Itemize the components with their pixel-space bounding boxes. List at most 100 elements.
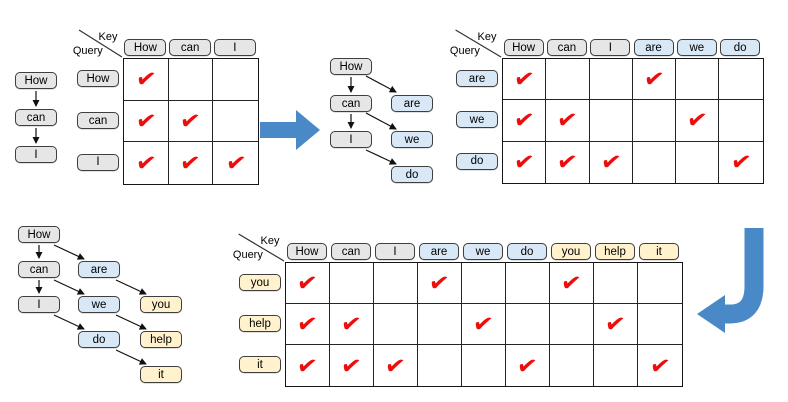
key-token-do: do [720, 39, 761, 56]
axis-divider-line [238, 233, 285, 262]
check-icon: ✔ [559, 267, 584, 299]
query-axis-label: Query [73, 45, 103, 57]
chain1-token-how: How [15, 72, 57, 89]
chain1-token-can: can [15, 109, 57, 126]
mask-cell-we-can: ✔ [546, 100, 590, 142]
mask-cell-you-you: ✔ [550, 263, 594, 304]
mask-cell-can-can: ✔ [168, 100, 214, 143]
mask-grid: ✔✔✔✔✔✔✔✔✔✔✔✔ [285, 262, 683, 387]
mask-cell-how-i [213, 59, 259, 101]
key-axis-label: Key [99, 31, 118, 43]
query-token-it: it [239, 356, 281, 373]
chain3-token-it: it [140, 366, 182, 383]
mask-cell-you-do [506, 263, 550, 304]
mask-cell-are-we [676, 59, 720, 101]
check-icon: ✔ [603, 308, 628, 340]
mask-cell-do-we [676, 141, 720, 183]
chain2-token-i: I [330, 131, 372, 148]
mask-cell-are-i [589, 59, 633, 101]
key-query-axis-label: Key Query [73, 29, 123, 58]
mask-cell-it-it: ✔ [638, 345, 682, 386]
mask-cell-i-can: ✔ [169, 142, 214, 185]
chain2-token-how: How [330, 58, 372, 75]
query-token-how: How [77, 70, 119, 88]
chain3-token-how: How [18, 226, 60, 243]
check-icon: ✔ [178, 147, 203, 179]
mask-cell-are-do [719, 59, 763, 101]
mask-cell-do-i: ✔ [590, 141, 633, 183]
check-icon: ✔ [295, 350, 320, 381]
mask-grid: ✔✔✔✔✔✔ [123, 58, 260, 186]
check-icon: ✔ [133, 64, 158, 95]
query-token-you: you [239, 274, 281, 291]
chain3-token-you: you [140, 296, 182, 313]
mask-cell-it-can: ✔ [330, 345, 374, 386]
key-token-you: you [551, 243, 591, 260]
mask-cell-do-can: ✔ [546, 141, 590, 183]
mask-cell-we-i [589, 100, 633, 142]
chain2-token-do: do [391, 166, 433, 183]
chain3-token-can: can [18, 261, 60, 278]
chain2-token-are: are [391, 95, 433, 112]
query-token-help: help [239, 315, 281, 332]
key-token-we: we [463, 243, 503, 260]
mask-cell-we-how: ✔ [503, 100, 547, 142]
mask-cell-help-are [418, 304, 462, 345]
mask-cell-help-we: ✔ [462, 304, 506, 345]
mask-cell-you-are: ✔ [418, 263, 462, 304]
chain2-token-we: we [391, 131, 433, 148]
check-icon: ✔ [223, 147, 248, 179]
mask-cell-are-are: ✔ [632, 59, 677, 101]
mask-cell-how-how: ✔ [124, 59, 169, 101]
stage2-to-stage3-arrow-icon [697, 228, 764, 333]
mask-cell-i-i: ✔ [213, 142, 258, 184]
query-token-do: do [456, 152, 498, 170]
mask-cell-you-i [374, 263, 418, 304]
query-token-we: we [456, 111, 498, 129]
mask-cell-we-do [719, 100, 763, 142]
mask-cell-we-are [632, 100, 677, 142]
check-icon: ✔ [133, 105, 158, 137]
stage1-to-stage2-arrow-icon [260, 110, 320, 150]
mask-cell-help-help: ✔ [594, 304, 638, 345]
key-token-help: help [595, 243, 635, 260]
check-icon: ✔ [512, 63, 537, 95]
key-token-i: I [590, 39, 631, 56]
chain3-token-i: I [18, 296, 60, 313]
key-query-axis-label: Key Query [233, 233, 285, 262]
mask-cell-it-help [594, 345, 638, 386]
check-icon: ✔ [515, 350, 540, 381]
query-token-are: are [456, 70, 498, 88]
check-icon: ✔ [685, 105, 710, 136]
check-icon: ✔ [648, 350, 672, 381]
mask-cell-we-we: ✔ [676, 100, 720, 142]
mask-cell-can-how: ✔ [124, 100, 169, 143]
key-token-can: can [546, 39, 587, 56]
mask-cell-it-how: ✔ [286, 345, 330, 386]
check-icon: ✔ [383, 350, 408, 381]
mask-cell-you-it [638, 263, 682, 304]
mask-cell-are-how: ✔ [503, 59, 547, 101]
axis-divider-line [455, 29, 502, 58]
check-icon: ✔ [512, 105, 537, 136]
check-icon: ✔ [295, 308, 320, 340]
mask-cell-do-are [633, 141, 677, 183]
mask-cell-you-we [462, 263, 506, 304]
axis-divider-line [78, 29, 123, 58]
check-icon: ✔ [427, 267, 452, 299]
mask-cell-help-do [506, 304, 550, 345]
mask-cell-you-can [330, 263, 374, 304]
check-icon: ✔ [598, 146, 623, 178]
mask-cell-do-how: ✔ [503, 141, 547, 183]
mask-cell-help-it [638, 304, 682, 345]
key-token-how: How [503, 39, 544, 56]
mask-cell-how-can [168, 59, 214, 101]
key-token-i: I [375, 243, 415, 260]
chain3-token-are: are [78, 261, 120, 278]
chain2-token-can: can [330, 95, 372, 112]
